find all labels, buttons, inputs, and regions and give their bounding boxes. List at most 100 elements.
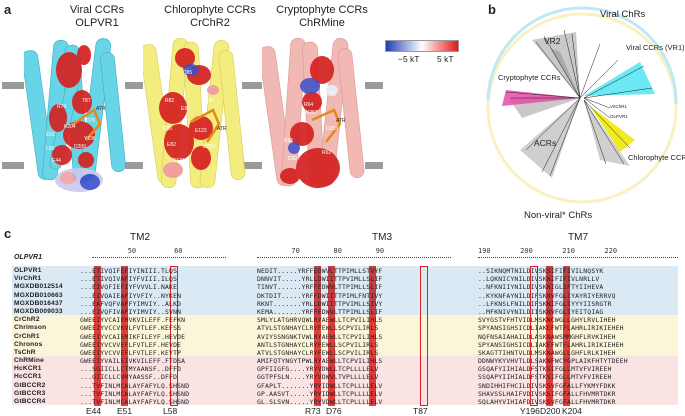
membrane-bar bbox=[125, 82, 143, 89]
seq-tm7: SPYANSIGHSICDLIAKEFWTFLAHRLIRIKIEHEH bbox=[478, 340, 624, 349]
seq-name: GtBCCR4 bbox=[14, 398, 46, 405]
seq-tm3: TINVT......YRFFEDWVLTTPIMLLSLIF bbox=[257, 283, 383, 292]
seq-tm2: ...TVFINLMCALAYFAFYLQ.SHSND bbox=[80, 389, 190, 398]
structure-olpvr1: T87 R73 K204 ATR D76 E51 Y196 E44 D200 L… bbox=[24, 38, 126, 192]
seq-tm3: RKNT.......YRLLDWIITTPVIMLLSIVY bbox=[257, 299, 383, 308]
seq-name: MGXDB009033 bbox=[14, 307, 63, 315]
res-k93: K93 bbox=[205, 98, 214, 104]
res-e123: E123 bbox=[195, 128, 207, 134]
highlight-col-d200 bbox=[546, 266, 553, 406]
seq-tm3: GFAPLT.......YRYIDWLLTCPLLLLELV bbox=[257, 381, 383, 390]
tm3-label: TM3 bbox=[372, 232, 392, 243]
highlight-box-l58 bbox=[170, 266, 178, 406]
residue-e44: E44 bbox=[86, 406, 102, 416]
res-d126: D126 bbox=[324, 92, 336, 98]
membrane-bar bbox=[242, 162, 262, 169]
seq-tm3: GL.SLSVN.....YRYVDWLLTCPLLLLELV bbox=[257, 398, 383, 406]
res-atr: ATR bbox=[96, 106, 106, 112]
highlight-box-y196 bbox=[530, 266, 538, 406]
res-e97: E97 bbox=[181, 106, 190, 112]
seq-tm3: ANTLSTGNHAYCLRYFEWLLSCPVILIRLS bbox=[257, 340, 379, 349]
res-e92: E92 bbox=[284, 138, 293, 144]
seq-tm3: ATVLSTGNHAYCLRYFEWLLSCPVILIRLS bbox=[257, 324, 379, 333]
res-t87: T87 bbox=[82, 98, 91, 104]
label-vr2: VR2 bbox=[544, 36, 561, 46]
title-line2: CrChR2 bbox=[190, 17, 230, 29]
seq-name: TsChR bbox=[14, 348, 36, 356]
structure-chrmine: D126 R64 K257 D253 ATR E92 D92 R62 bbox=[262, 37, 365, 189]
membrane-bar bbox=[125, 162, 143, 169]
seq-tm7: GSQAFYIIHIALDFSTKSIFGLLMTVFVIREEH bbox=[478, 365, 612, 374]
res-r62: R62 bbox=[322, 150, 331, 156]
residue-y196: Y196 bbox=[520, 406, 540, 416]
seq-tm2: ...EAFVQFVAFFYIMVIY..ALKD bbox=[80, 299, 182, 308]
title-viral-ccrs: Viral CCRs OLPVR1 bbox=[42, 4, 152, 30]
seq-name: CrChR2 bbox=[14, 316, 40, 324]
seq-name: CrChR1 bbox=[14, 332, 40, 340]
label-acrs: ACRs bbox=[534, 138, 556, 148]
label-viral-chrs: Viral ChRs bbox=[600, 9, 645, 20]
title-line1: Viral CCRs bbox=[69, 4, 125, 16]
seq-name: MGXDB012514 bbox=[14, 283, 63, 291]
panel-c-label: c bbox=[4, 226, 12, 241]
seq-tm2: GWEEIYVCCVKVLFVTLEF.KEFSS bbox=[80, 324, 182, 333]
seq-name: GtBCCR3 bbox=[14, 389, 46, 397]
label-viral-ccrs: Viral CCRs (VR1) bbox=[626, 43, 685, 52]
res-d253: D253 bbox=[326, 126, 338, 132]
residue-d200: D200 bbox=[540, 406, 561, 416]
seq-tm3: GP.AASVT.....YRYIDWLLTCPLLLLELV bbox=[257, 389, 383, 398]
highlight-col-e44 bbox=[94, 266, 101, 406]
seq-name: MGXDB010663 bbox=[14, 291, 63, 299]
sequences-tm7: ..SIKNQMTNILDIVSKSIFIFIVILNQSYK ..LQKNIC… bbox=[478, 267, 678, 406]
seq-tm2: GWEEIYVCVVEFLFVTLEF.KEYTP bbox=[80, 348, 182, 357]
seq-tm7: ..KYKNFAYNILDIFSKNVFGLIYAYRIYERRVQ bbox=[478, 291, 616, 300]
tm7-label: TM7 bbox=[568, 232, 588, 243]
res-e44: E44 bbox=[52, 158, 61, 164]
seq-tm2: ...TVFINLMCALAYFAFYLQ.SHSND bbox=[80, 398, 190, 406]
seq-name: MGXDB016437 bbox=[14, 299, 63, 307]
seq-tm7: SKAGTTIHNTVLDLMSKNAWGLLGHFLRLKIHEH bbox=[478, 348, 616, 357]
res-e82: E82 bbox=[167, 142, 176, 148]
res-atr: ATR bbox=[217, 126, 227, 132]
seq-name: HcKCR1 bbox=[14, 365, 42, 373]
reference-track-tm2 bbox=[92, 257, 226, 258]
seq-name: GtBCCR2 bbox=[14, 381, 46, 389]
seq-tm2: GWEEIYVAILEIVKVILEFF.FTDSA bbox=[80, 357, 186, 366]
title-chlorophyte-ccrs: Chlorophyte CCRs CrChR2 bbox=[150, 4, 270, 30]
seq-tm3: ATVLSTGNHAYCLRYFEWLLSCPVILIRLS bbox=[257, 348, 379, 357]
seq-tm2: GWEEIYVCAIEMIKFILEYF.HEVDE bbox=[80, 332, 186, 341]
res-y196: Y196 bbox=[84, 136, 96, 142]
seq-tm7: SQLAHYVIHIAFDIVSKSVFGFALLFHVMRTDKR bbox=[478, 398, 616, 406]
sequences-tm2: ...ETIVQIFEFIYINIII.TLQS ...ETIVQIVAFIYF… bbox=[80, 267, 189, 406]
seq-tm7: SPYANSIGHSICDLIAKEFWTFLAHRLIRIKIEHEH bbox=[478, 324, 624, 333]
highlight-col-d85 bbox=[369, 266, 376, 406]
seq-tm7: ..MFKNIVYNILDIISKNVFGLIYEITQIAG bbox=[478, 307, 604, 316]
seq-tm3: DNNVIT.....YRLLDWIITTPVIMLLSLIF bbox=[257, 275, 383, 284]
seq-tm3: NEDIT.....YRFFEDWVLTTPIMLLSTVYF bbox=[257, 267, 383, 275]
panel-a-label: a bbox=[4, 2, 12, 17]
seq-tm7: SSQAPYIIHIALDFSTKSIFGLLMTVFVIREEH bbox=[478, 373, 612, 382]
seq-tm3: SMLYLATGHRVQWLRYAEWLLTCPVILIHLS bbox=[257, 316, 383, 325]
ruler-tm2: 50 60 bbox=[94, 247, 183, 255]
title-line2: OLPVR1 bbox=[75, 17, 119, 29]
seq-tm3: KEMA.......YRFFEDWVLTTPIMLLSLIF bbox=[257, 307, 383, 316]
label-olpvr1: OLPVR1 bbox=[610, 114, 628, 119]
residue-d76: D76 bbox=[326, 406, 342, 416]
res-k204: K204 bbox=[64, 124, 76, 130]
label-cryptophyte-ccrs: Cryptophyte CCRs bbox=[498, 73, 561, 82]
seq-name: VirChR1 bbox=[14, 275, 42, 283]
seq-tm2: ...EIVQAIEAFIYVFIY..NYKEN bbox=[80, 291, 182, 300]
res-d85: D85 bbox=[183, 70, 192, 76]
res-d200: D200 bbox=[74, 144, 86, 150]
seq-tm3: GPFIIGFG....YRYVDWLLTCPLLLLELV bbox=[257, 365, 379, 374]
seq-tm2: GWEEIYVCVVEFLFVTLEF.HEVDE bbox=[80, 340, 182, 349]
seq-tm2: ...SGIICLLCTMYAANSF..DFFD bbox=[80, 365, 182, 374]
seq-name: ChRMine bbox=[14, 357, 44, 365]
tm2-label: TM2 bbox=[130, 232, 150, 243]
seq-tm7: ..LQKNICYNILDIVSKNIFIFIVLNRLLV bbox=[478, 275, 600, 284]
highlight-col-k204 bbox=[563, 266, 570, 406]
colorbar-max-label: 5 kT bbox=[437, 54, 454, 64]
potential-colorbar bbox=[385, 40, 459, 52]
reference-track-tm3 bbox=[257, 257, 451, 258]
seq-tm7: SNDIHHIFHCILDIVSKSVFGFALLFYKMYFDKK bbox=[478, 381, 616, 390]
